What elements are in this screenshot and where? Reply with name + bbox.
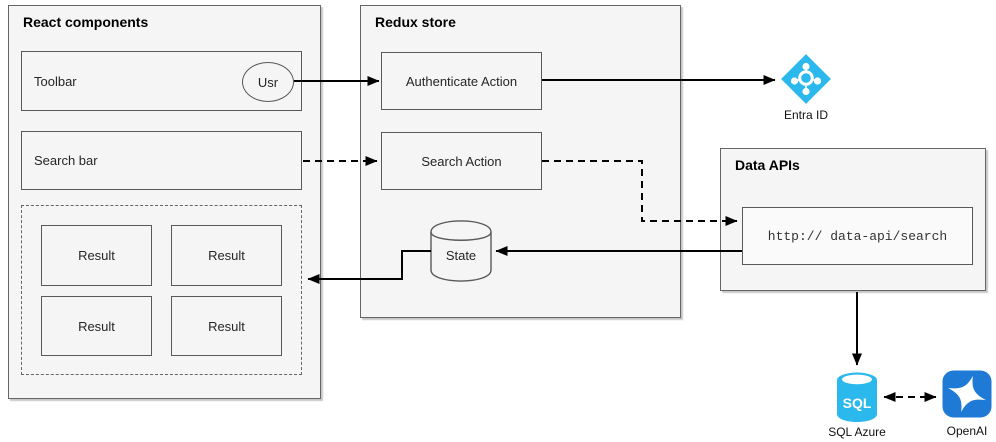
entra-id-icon [781, 54, 831, 104]
redux-store-title: Redux store [375, 14, 456, 30]
authenticate-action-label: Authenticate Action [405, 73, 518, 89]
data-apis-title: Data APIs [735, 157, 800, 173]
state-label: State [446, 248, 476, 263]
result-box: Result [171, 296, 282, 356]
result-box: Result [41, 296, 152, 356]
result-label: Result [78, 318, 115, 334]
result-label: Result [208, 318, 245, 334]
result-label: Result [208, 248, 245, 263]
result-box: Result [41, 225, 152, 286]
entra-id-label: Entra ID [783, 108, 828, 122]
search-action-label: Search Action [421, 153, 502, 169]
results-group [21, 205, 302, 375]
search-bar-label: Search bar [34, 153, 98, 168]
sql-azure-label: SQL Azure [828, 425, 886, 439]
search-bar-box: Search bar [21, 131, 302, 190]
api-endpoint-label: http:// data-api/search [767, 228, 948, 244]
api-endpoint-box: http:// data-api/search [742, 207, 973, 265]
react-components-title: React components [23, 14, 149, 30]
sql-icon-text: SQL [843, 395, 872, 411]
sql-azure-icon: SQL [837, 372, 877, 422]
usr-badge-label: Usr [257, 74, 279, 90]
toolbar-label: Toolbar [34, 73, 77, 89]
result-box: Result [171, 225, 282, 286]
openai-icon [942, 370, 992, 418]
state-cylinder: State [430, 220, 492, 282]
usr-badge: Usr [242, 62, 294, 102]
result-label: Result [78, 248, 115, 263]
openai-label: OpenAI [946, 424, 988, 438]
search-action-box: Search Action [381, 132, 542, 190]
authenticate-action-box: Authenticate Action [381, 52, 542, 110]
